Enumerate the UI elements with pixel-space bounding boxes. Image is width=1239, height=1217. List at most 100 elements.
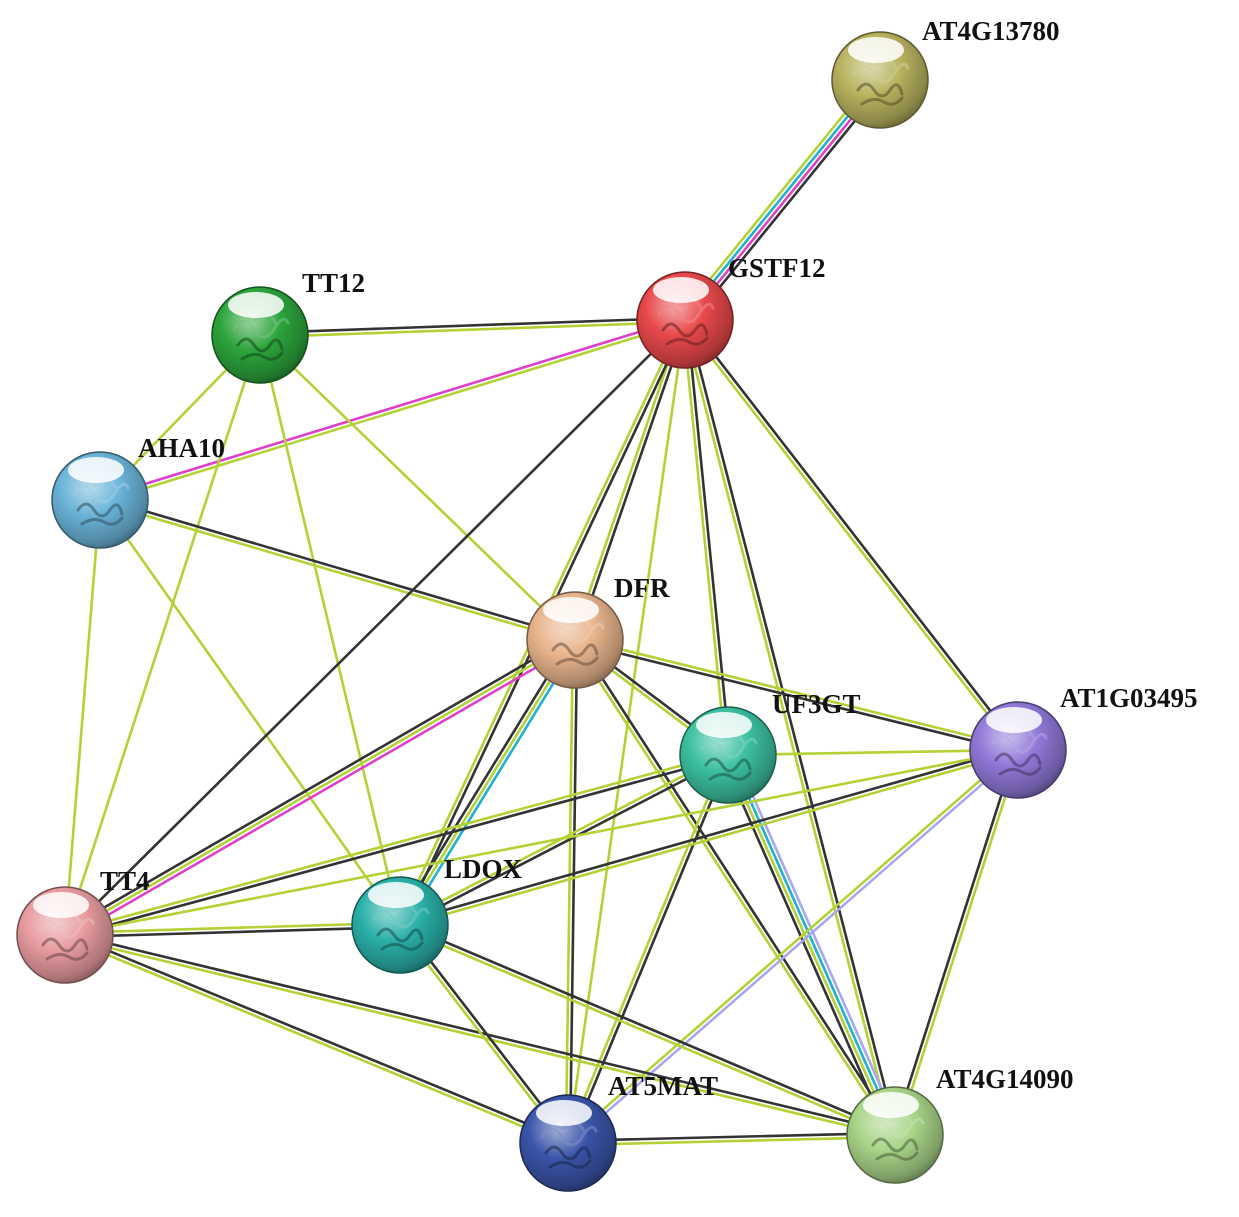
edge-line-coexpression	[399, 755, 731, 929]
edge-line-experiments	[685, 80, 883, 323]
edge-line-coexpression	[63, 318, 687, 937]
edge-line-text-mining	[895, 749, 1022, 1137]
node-at4g14090[interactable]	[846, 1086, 944, 1184]
protein-structure-icon	[37, 912, 95, 961]
edge-line-text-mining	[571, 318, 685, 641]
structure-ribbon	[867, 1117, 925, 1139]
edge-line-text-mining	[566, 1135, 897, 1147]
edge-line-text-mining	[397, 925, 896, 1139]
node-at4g13780[interactable]	[831, 31, 929, 129]
edge-line-text-mining	[99, 320, 687, 504]
edge-line-text-mining	[564, 752, 728, 1144]
edge-line-coexpression	[685, 318, 899, 1136]
structure-ribbon	[661, 322, 709, 338]
node-label-uf3gt: UF3GT	[772, 689, 861, 719]
node-label-gstf12: GSTF12	[728, 253, 826, 283]
edge-aha10-ldox	[98, 498, 402, 927]
node-uf3gt[interactable]	[679, 706, 777, 804]
edge-line-text-mining	[682, 319, 1018, 753]
edge-tt4-ldox	[63, 921, 402, 939]
edge-aha10-dfr	[98, 496, 577, 644]
edge-dfr-at5mat	[564, 638, 579, 1145]
node-ldox[interactable]	[351, 876, 449, 974]
edges-layer	[61, 74, 1022, 1147]
edge-at1g03495-at4g14090	[891, 748, 1022, 1137]
edge-line-text-mining	[574, 636, 1020, 750]
node-gstf12[interactable]	[636, 271, 734, 369]
node-tt12[interactable]	[211, 286, 309, 384]
structure-ribbon	[45, 951, 89, 961]
node-at5mat[interactable]	[519, 1094, 617, 1192]
node-dfr[interactable]	[526, 591, 624, 689]
structure-ribbon	[240, 351, 284, 361]
node-tt4[interactable]	[16, 886, 114, 984]
structure-ribbon	[856, 82, 904, 98]
edge-line-coexpression	[64, 755, 730, 939]
edge-dfr-tt4	[61, 635, 579, 940]
edge-line-coexpression	[398, 746, 1019, 925]
gloss-highlight	[986, 707, 1042, 733]
node-aha10[interactable]	[51, 451, 149, 549]
edge-line-coexpression	[891, 748, 1018, 1136]
edge-line-text-mining	[571, 639, 895, 1138]
structure-ribbon	[998, 766, 1042, 776]
gloss-highlight	[863, 1092, 919, 1118]
structure-ribbon	[860, 96, 904, 106]
gloss-highlight	[68, 457, 124, 483]
edge-line-coexpression	[99, 496, 577, 640]
edge-line-coexpression	[575, 637, 899, 1136]
edge-line-text-mining	[63, 333, 262, 937]
edge-line-coexpression	[395, 636, 573, 925]
structure-ribbon	[544, 1145, 592, 1161]
edge-line-text-mining	[63, 638, 577, 937]
protein-structure-icon	[540, 1120, 598, 1169]
edge-gstf12-at1g03495	[682, 317, 1021, 753]
edge-uf3gt-at5mat	[564, 752, 732, 1146]
edge-line-databases	[402, 640, 580, 929]
edge-line-experiments	[65, 642, 579, 940]
edge-aha10-gstf12	[98, 316, 687, 504]
edge-line-coexpression	[688, 82, 887, 326]
edge-dfr-ldox	[395, 636, 580, 929]
edge-line-text-mining	[63, 751, 729, 935]
structure-ribbon	[548, 1159, 592, 1169]
edge-line-coexpression	[685, 317, 1021, 751]
gloss-highlight	[696, 712, 752, 738]
edge-line-text-mining	[258, 320, 687, 339]
edge-line-coexpression	[568, 754, 732, 1146]
edge-line-coexpression	[685, 318, 732, 757]
gloss-highlight	[368, 882, 424, 908]
node-label-ldox: LDOX	[444, 854, 523, 884]
edge-tt12-ldox	[258, 333, 402, 927]
edge-gstf12-tt4	[63, 318, 687, 937]
structure-ribbon	[875, 1151, 919, 1161]
structure-ribbon	[871, 1137, 919, 1153]
edge-uf3gt-at4g14090	[720, 751, 903, 1139]
structure-ribbon	[232, 317, 290, 339]
gloss-highlight	[848, 37, 904, 63]
node-label-at5mat: AT5MAT	[608, 1071, 718, 1101]
gloss-highlight	[536, 1100, 592, 1126]
edge-line-text-mining	[98, 500, 576, 644]
structure-ribbon	[37, 917, 95, 939]
structure-ribbon	[555, 656, 599, 666]
edge-tt12-gstf12	[258, 316, 687, 339]
structure-ribbon	[72, 482, 130, 504]
structure-ribbon	[380, 941, 424, 951]
node-label-at4g14090: AT4G14090	[936, 1064, 1074, 1094]
nodes-layer	[16, 31, 1067, 1192]
structure-ribbon	[80, 516, 124, 526]
edge-line-coexpression	[61, 635, 575, 933]
edge-line-coexpression	[64, 931, 571, 1143]
edge-line-experiments	[98, 316, 686, 500]
edge-line-text-mining	[258, 333, 577, 642]
edge-gstf12-at4g14090	[681, 318, 899, 1137]
protein-structure-icon	[867, 1112, 925, 1161]
node-label-at1g03495: AT1G03495	[1060, 683, 1198, 713]
edge-tt12-dfr	[258, 333, 577, 642]
edge-line-databases	[728, 752, 899, 1136]
edge-line-text-mining	[63, 748, 1020, 937]
edge-line-text-mining	[678, 74, 877, 318]
protein-structure-icon	[700, 732, 758, 781]
node-at1g03495[interactable]	[969, 701, 1067, 799]
